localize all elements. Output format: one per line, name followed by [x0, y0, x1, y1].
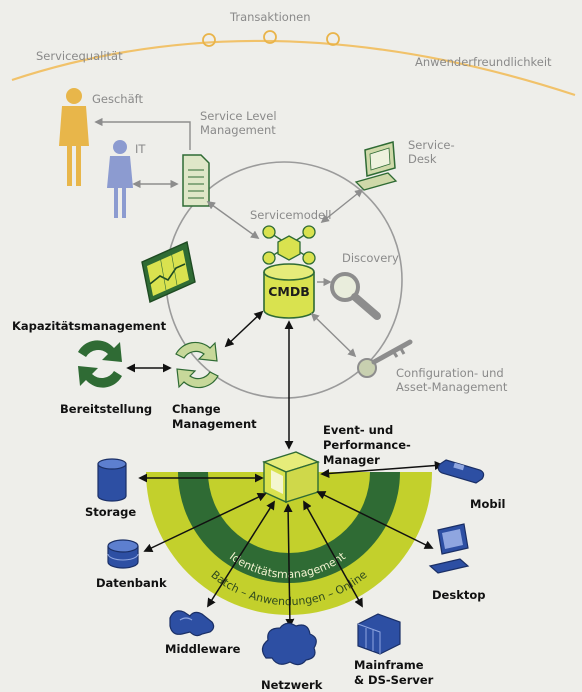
- label-mainframe-line2: & DS-Server: [354, 673, 434, 687]
- label-slm-line1: Service Level: [200, 109, 277, 123]
- change-cycle-icon: [175, 341, 219, 389]
- transaction-circle: [202, 33, 216, 47]
- label-slm-line2: Management: [200, 123, 276, 137]
- label-anwenderfreundlichkeit: Anwenderfreundlichkeit: [415, 55, 552, 69]
- capacity-chart-icon: [141, 241, 196, 303]
- arrow-to-mobil: [320, 461, 444, 478]
- label-datenbank: Datenbank: [96, 576, 167, 590]
- label-change-line1: Change: [172, 402, 221, 416]
- label-servicedesk-line1: Service-: [408, 138, 455, 152]
- service-model-icon: [262, 225, 316, 265]
- label-mainframe-line1: Mainframe: [354, 658, 424, 672]
- label-it: IT: [135, 142, 146, 156]
- label-servicemodell: Servicemodell: [250, 208, 332, 222]
- service-desk-icon: [354, 141, 398, 191]
- label-storage: Storage: [85, 505, 136, 519]
- mobile-phone-icon: [437, 459, 485, 484]
- arrow-to-mainframe: [303, 500, 363, 608]
- arrow-to-middleware: [207, 500, 275, 608]
- label-config-line1: Configuration- und: [396, 366, 504, 380]
- label-servicedesk-line2: Desk: [408, 152, 437, 166]
- business-person-icon: [59, 88, 89, 186]
- middleware-icon: [169, 610, 215, 637]
- label-event-line3: Manager: [323, 453, 380, 467]
- label-change-line2: Management: [172, 417, 257, 431]
- label-kapazitaet: Kapazitätsmanagement: [12, 319, 167, 333]
- label-cmdb: CMDB: [268, 284, 310, 299]
- database-icon: [107, 539, 139, 569]
- label-middleware: Middleware: [165, 642, 241, 656]
- arrow-desk-servicemodell: [320, 188, 364, 224]
- mainframe-icon: [357, 613, 401, 655]
- label-netzwerk: Netzwerk: [261, 678, 323, 692]
- storage-icon: [97, 458, 127, 502]
- top-arc: [11, 39, 576, 97]
- key-icon: [357, 339, 413, 378]
- label-transaktionen: Transaktionen: [229, 10, 311, 24]
- transaction-circle: [326, 32, 340, 46]
- label-bereitstellung: Bereitstellung: [60, 402, 152, 416]
- label-servicequalitaet: Servicequalität: [36, 49, 123, 63]
- network-cloud-icon: [261, 622, 317, 666]
- arrow-cmdb-config: [310, 312, 357, 358]
- label-geschaeft: Geschäft: [92, 92, 143, 106]
- event-manager-computer-icon: [262, 451, 320, 504]
- bereitstellung-cycle-icon: [78, 340, 122, 388]
- arrow-slm-servicemodell: [206, 201, 260, 239]
- label-discovery: Discovery: [342, 251, 399, 265]
- arrow-to-netzwerk: [283, 503, 295, 628]
- it-person-icon: [107, 140, 133, 218]
- label-event-line2: Performance-: [323, 438, 411, 452]
- label-config-line2: Asset-Management: [396, 380, 508, 394]
- arrow-slm-geschaeft: [94, 117, 191, 150]
- document-icon: [182, 154, 210, 207]
- transaction-circle: [263, 30, 277, 44]
- desktop-icon: [428, 523, 470, 574]
- label-mobil: Mobil: [470, 497, 505, 511]
- cmdb-database-icon: [263, 263, 315, 319]
- label-desktop: Desktop: [432, 588, 485, 602]
- magnifier-icon: [330, 272, 381, 320]
- arrow-change-cmdb: [224, 310, 264, 348]
- label-event-line1: Event- und: [323, 423, 393, 437]
